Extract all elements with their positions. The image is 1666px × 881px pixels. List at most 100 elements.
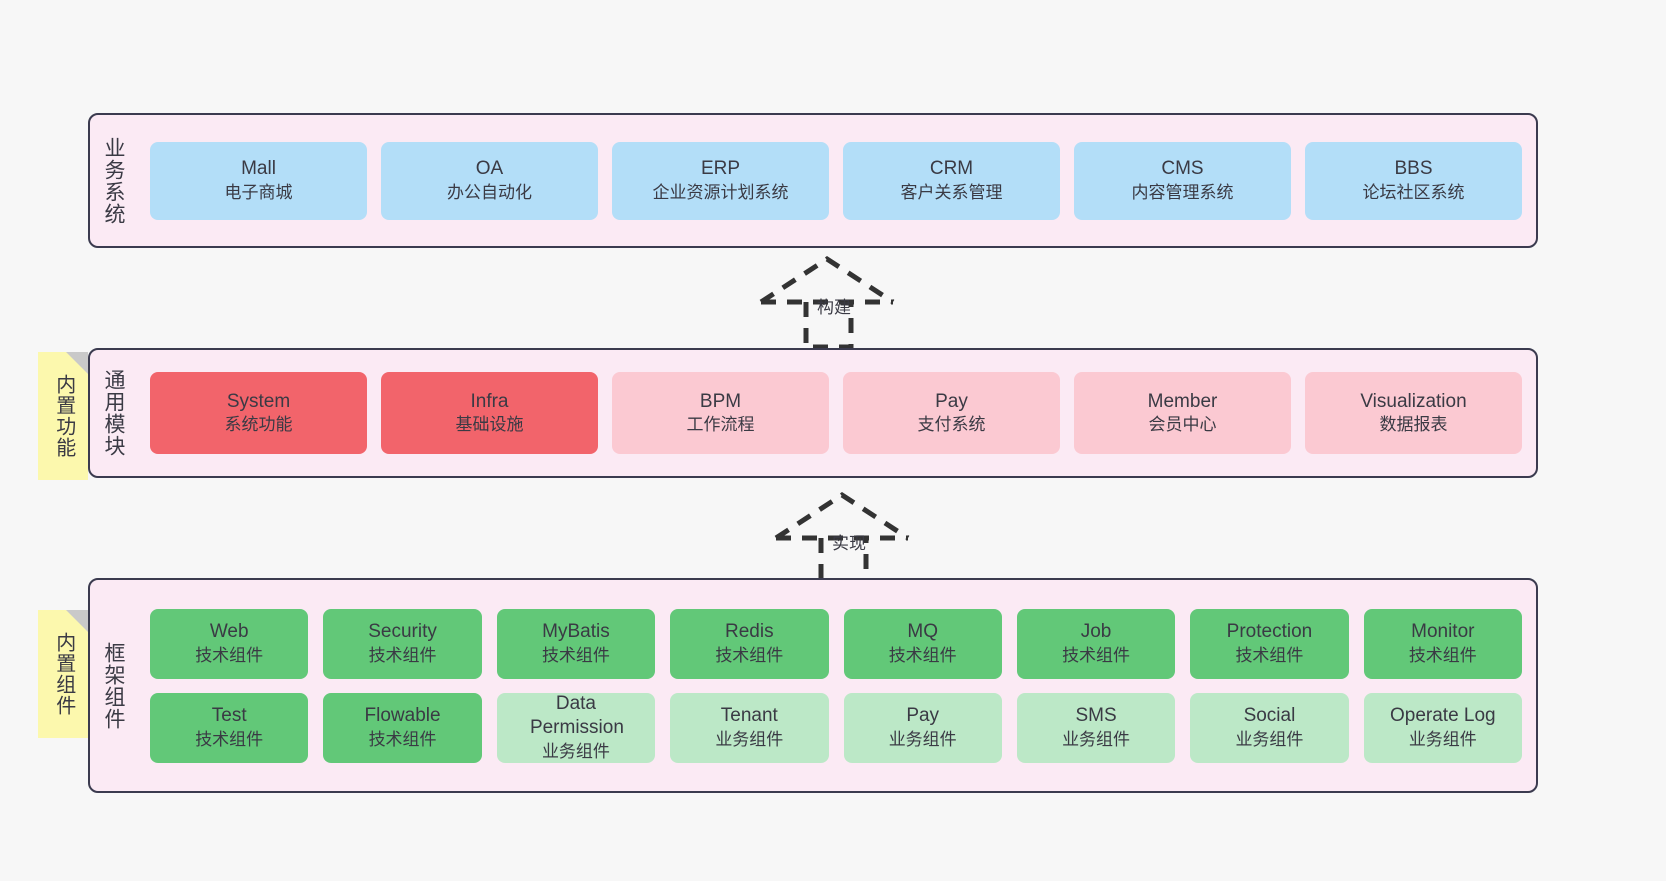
card-title: Web xyxy=(209,621,249,643)
card-subtitle: 技术组件 xyxy=(1408,645,1477,665)
card-subtitle: 支付系统 xyxy=(917,415,986,435)
card-title: Pay xyxy=(935,390,968,412)
card-subtitle: 会员中心 xyxy=(1148,415,1217,435)
layer-framework-components: 框架组件 Web 技术组件 Security 技术组件 MyBatis 技术组件… xyxy=(88,578,1538,793)
card-member[interactable]: Member 会员中心 xyxy=(1074,372,1291,454)
layer-business-systems: 业务系统 Mall 电子商城 OA 办公自动化 ERP 企业资源计划系统 CRM… xyxy=(88,113,1538,248)
sticky-fold-icon xyxy=(66,610,88,632)
card-data-permission[interactable]: Data Permission 业务组件 xyxy=(496,692,656,763)
card-subtitle: 办公自动化 xyxy=(447,182,532,202)
card-subtitle: 论坛社区系统 xyxy=(1362,182,1465,202)
card-title: CMS xyxy=(1161,158,1204,180)
card-flowable[interactable]: Flowable 技术组件 xyxy=(323,692,482,763)
card-subtitle: 技术组件 xyxy=(195,645,264,665)
card-web[interactable]: Web 技术组件 xyxy=(150,608,309,679)
card-subtitle: 技术组件 xyxy=(368,645,437,665)
card-title: Operate Log xyxy=(1389,705,1496,727)
card-title: MQ xyxy=(907,621,938,643)
card-bbs[interactable]: BBS 论坛社区系统 xyxy=(1305,141,1522,220)
connector-implement-arrow-icon xyxy=(774,492,910,586)
card-title: Infra xyxy=(470,390,509,412)
card-subtitle: 工作流程 xyxy=(686,415,755,435)
card-subtitle: 业务组件 xyxy=(715,729,784,749)
card-redis[interactable]: Redis 技术组件 xyxy=(670,608,829,679)
card-sms[interactable]: SMS 业务组件 xyxy=(1016,692,1176,763)
card-title: SMS xyxy=(1075,705,1117,727)
card-title: System xyxy=(226,390,291,412)
layer-body-common-modules: System 系统功能 Infra 基础设施 BPM 工作流程 Pay 支付系统… xyxy=(136,350,1536,476)
layer-body-business-systems: Mall 电子商城 OA 办公自动化 ERP 企业资源计划系统 CRM 客户关系… xyxy=(136,115,1536,246)
card-infra[interactable]: Infra 基础设施 xyxy=(381,372,598,454)
card-title: OA xyxy=(475,158,504,180)
card-title: BPM xyxy=(699,390,742,412)
card-visualization[interactable]: Visualization 数据报表 xyxy=(1305,372,1522,454)
card-title: Security xyxy=(368,621,437,643)
card-title: Data Permission xyxy=(529,692,624,739)
card-title: ERP xyxy=(700,158,741,180)
card-title: Redis xyxy=(725,621,774,643)
card-title: Test xyxy=(211,705,247,727)
framework-row-business: Test 技术组件 Flowable 技术组件 Data Permission … xyxy=(150,692,1522,763)
card-crm[interactable]: CRM 客户关系管理 xyxy=(843,141,1060,220)
card-subtitle: 技术组件 xyxy=(1062,645,1131,665)
sticky-note-label: 内置功能 xyxy=(52,374,75,458)
card-subtitle: 系统功能 xyxy=(224,415,293,435)
card-subtitle: 业务组件 xyxy=(1408,729,1477,749)
connector-implement-label: 实现 xyxy=(832,534,866,553)
layer-label-business-systems: 业务系统 xyxy=(102,136,126,225)
card-subtitle: 技术组件 xyxy=(715,645,784,665)
card-cms[interactable]: CMS 内容管理系统 xyxy=(1074,141,1291,220)
card-subtitle: 企业资源计划系统 xyxy=(652,182,789,202)
card-subtitle: 基础设施 xyxy=(455,415,524,435)
card-erp[interactable]: ERP 企业资源计划系统 xyxy=(612,141,829,220)
card-test[interactable]: Test 技术组件 xyxy=(150,692,309,763)
card-subtitle: 技术组件 xyxy=(1235,645,1304,665)
card-security[interactable]: Security 技术组件 xyxy=(323,608,482,679)
card-pay-module[interactable]: Pay 支付系统 xyxy=(843,372,1060,454)
sticky-note-label: 内置组件 xyxy=(52,632,75,716)
card-title: Flowable xyxy=(364,705,441,727)
connector-implement: 实现 xyxy=(760,488,940,586)
card-subtitle: 客户关系管理 xyxy=(900,182,1003,202)
card-oa[interactable]: OA 办公自动化 xyxy=(381,141,598,220)
card-title: Mall xyxy=(241,158,276,180)
card-job[interactable]: Job 技术组件 xyxy=(1016,608,1176,679)
layer-common-modules: 通用模块 System 系统功能 Infra 基础设施 BPM 工作流程 Pay… xyxy=(88,348,1538,478)
card-subtitle: 业务组件 xyxy=(1062,729,1131,749)
card-subtitle: 技术组件 xyxy=(368,729,437,749)
card-protection[interactable]: Protection 技术组件 xyxy=(1190,608,1349,679)
connector-build-label: 构建 xyxy=(817,298,851,317)
card-operate-log[interactable]: Operate Log 业务组件 xyxy=(1363,692,1522,763)
card-title: Protection xyxy=(1226,621,1313,643)
card-tenant[interactable]: Tenant 业务组件 xyxy=(670,692,829,763)
card-subtitle: 内容管理系统 xyxy=(1131,182,1234,202)
card-title: Job xyxy=(1080,621,1112,643)
card-title: MyBatis xyxy=(542,621,610,643)
card-pay-component[interactable]: Pay 业务组件 xyxy=(843,692,1002,763)
sticky-note-builtin-features: 内置功能 xyxy=(38,352,88,480)
card-bpm[interactable]: BPM 工作流程 xyxy=(612,372,829,454)
card-mall[interactable]: Mall 电子商城 xyxy=(150,141,367,220)
card-system[interactable]: System 系统功能 xyxy=(150,372,367,454)
layer-label-framework-components: 框架组件 xyxy=(102,641,126,730)
card-title: Tenant xyxy=(720,705,778,727)
card-mq[interactable]: MQ 技术组件 xyxy=(843,608,1002,679)
card-subtitle: 业务组件 xyxy=(1235,729,1304,749)
layer-body-framework-components: Web 技术组件 Security 技术组件 MyBatis 技术组件 Redi… xyxy=(136,580,1536,791)
card-title: Monitor xyxy=(1411,621,1475,643)
framework-row-technical: Web 技术组件 Security 技术组件 MyBatis 技术组件 Redi… xyxy=(150,608,1522,679)
card-monitor[interactable]: Monitor 技术组件 xyxy=(1363,608,1522,679)
card-mybatis[interactable]: MyBatis 技术组件 xyxy=(496,608,656,679)
sticky-fold-icon xyxy=(66,352,88,374)
card-title: CRM xyxy=(929,158,974,180)
card-subtitle: 数据报表 xyxy=(1379,415,1448,435)
card-title: Social xyxy=(1243,705,1296,727)
layer-label-common-modules: 通用模块 xyxy=(102,369,126,457)
card-subtitle: 技术组件 xyxy=(541,645,610,665)
card-title: Visualization xyxy=(1360,390,1467,412)
connector-build: 构建 xyxy=(745,252,925,350)
card-social[interactable]: Social 业务组件 xyxy=(1190,692,1349,763)
card-title: Pay xyxy=(906,705,940,727)
card-subtitle: 电子商城 xyxy=(224,182,293,202)
